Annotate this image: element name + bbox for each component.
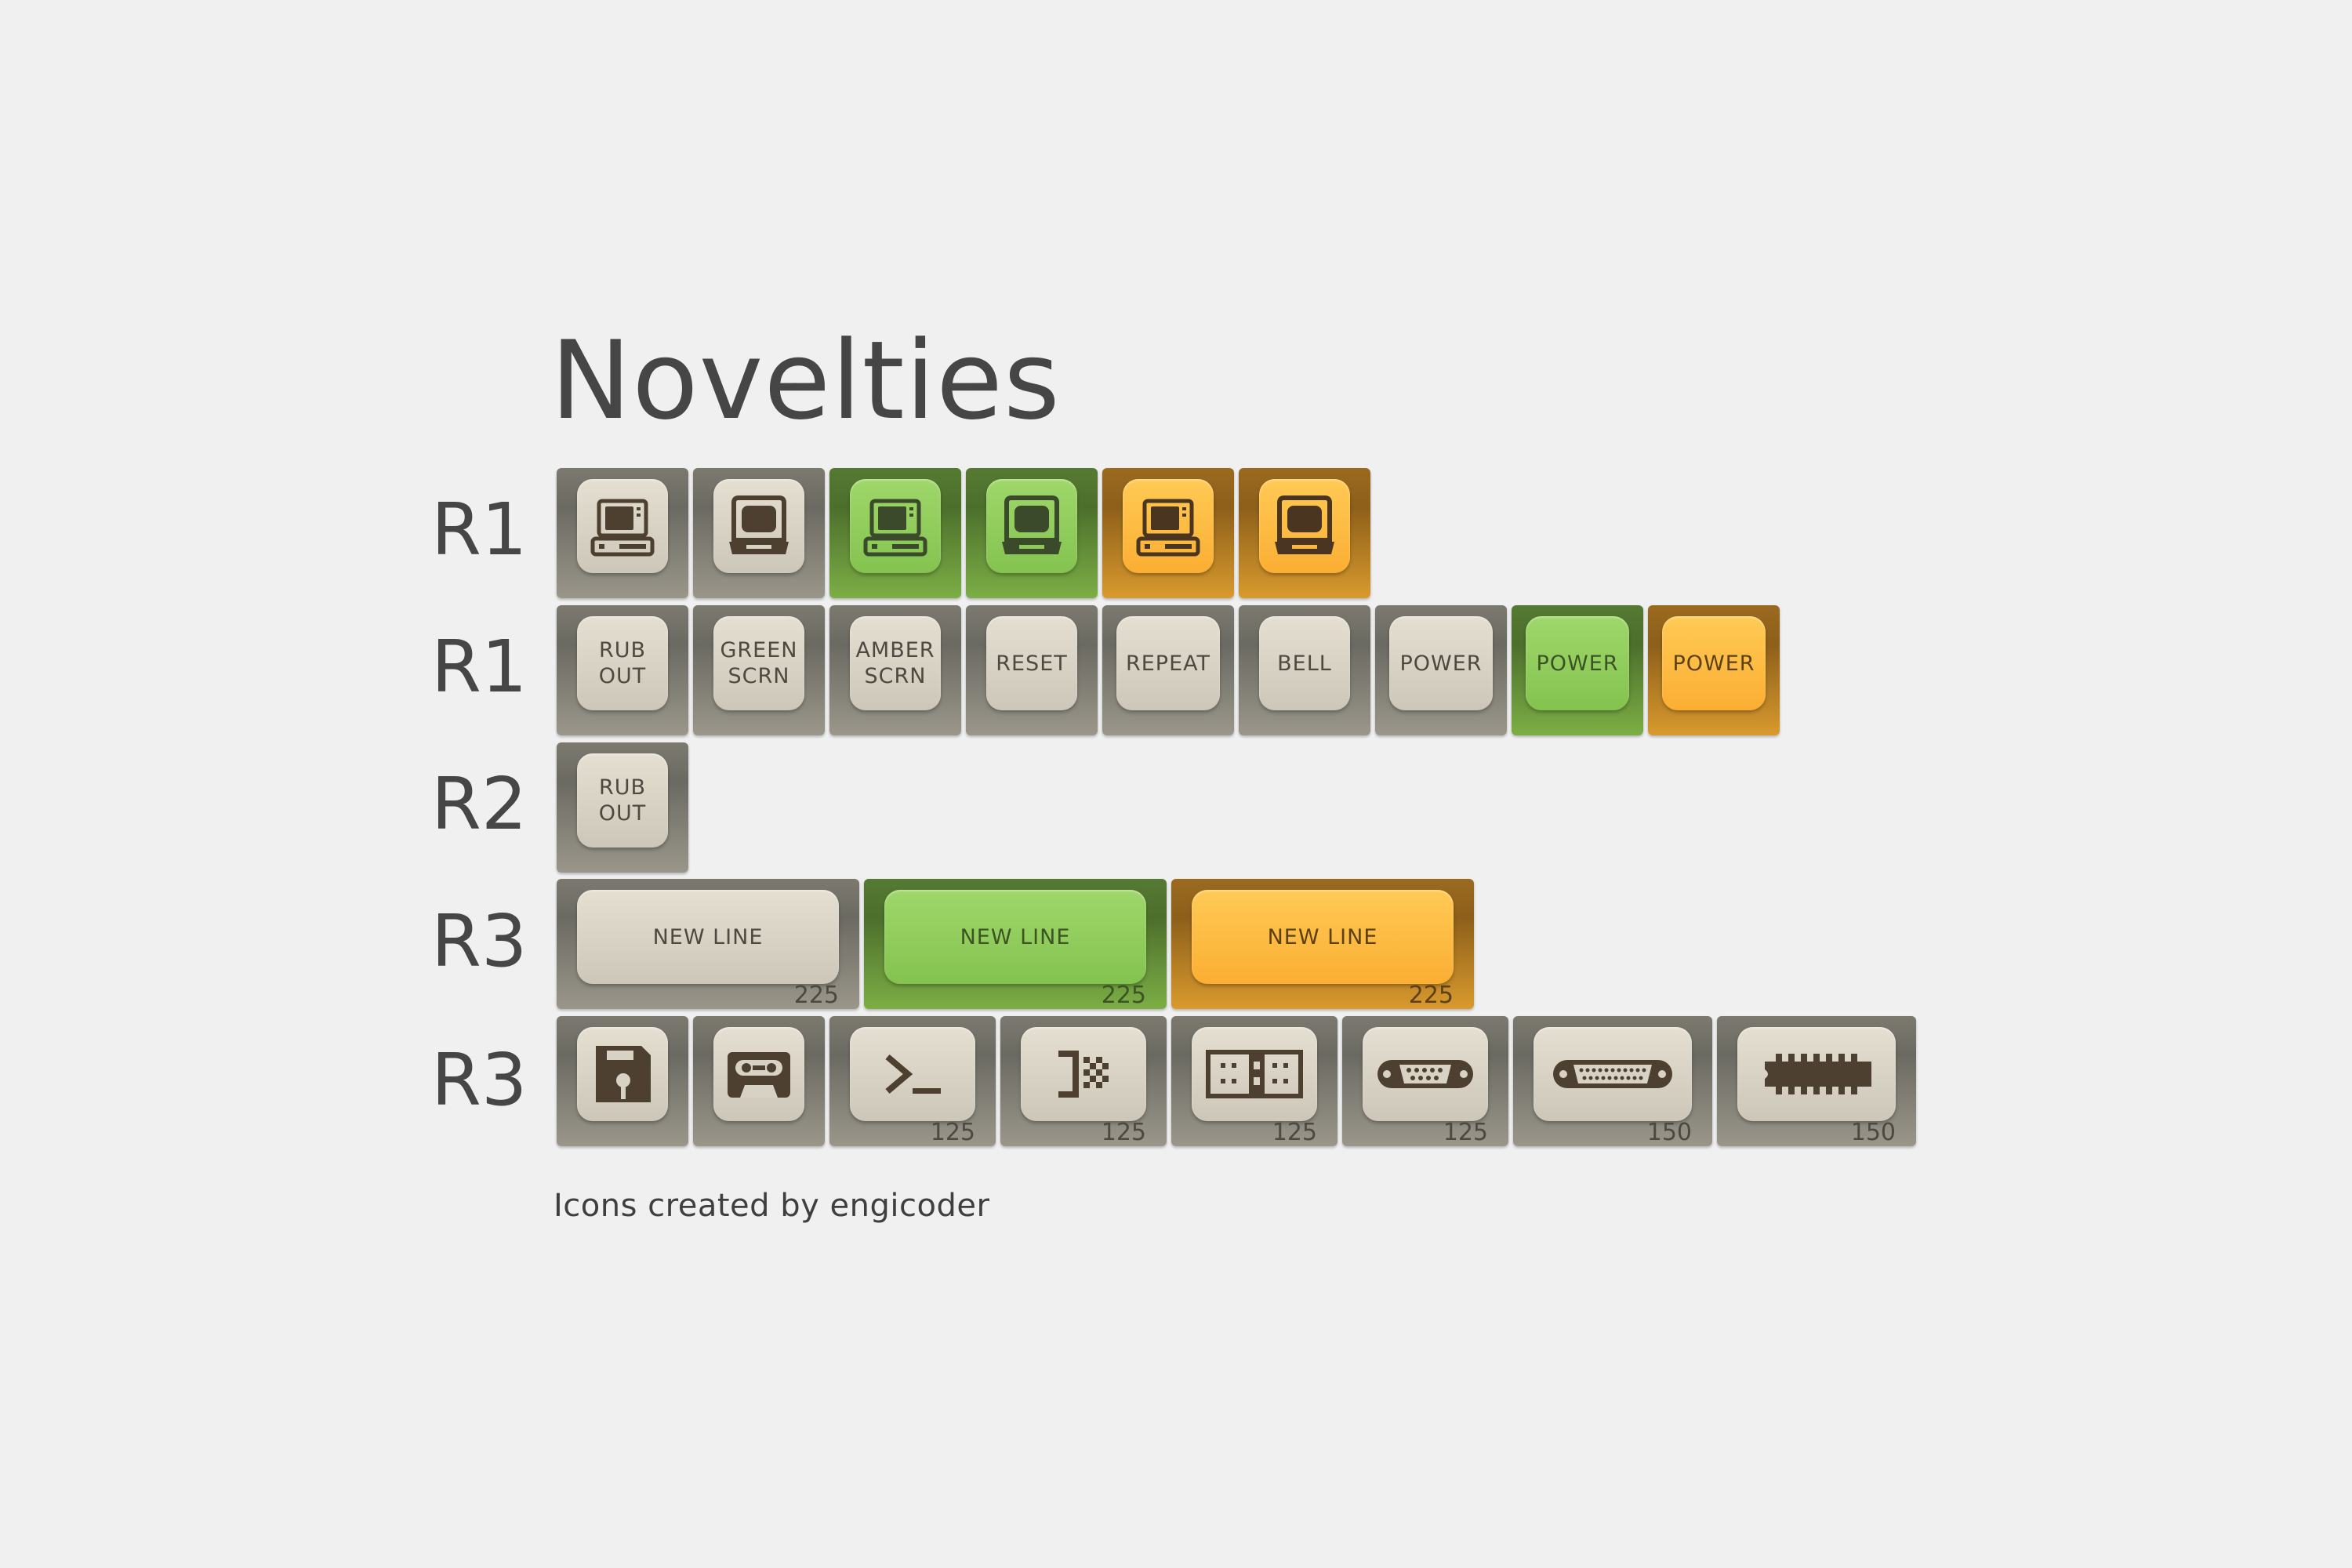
keycap-power-amber: POWER [1648, 605, 1780, 735]
serial-port-icon [1206, 1050, 1303, 1098]
keycap-legend: POWER [1672, 651, 1755, 676]
keycap-serial-port: 125 [1171, 1016, 1338, 1146]
row-label-r1: R1 [431, 488, 528, 572]
keycap-size-label: 150 [1850, 1119, 1896, 1146]
keycap-desktop-beige [557, 468, 688, 598]
keycap-legend: NEW LINE [960, 924, 1071, 949]
keycap-crt-amber [1239, 468, 1370, 598]
keycap-power-green: POWER [1512, 605, 1643, 735]
page-title: Novelties [550, 318, 1061, 444]
row-label-r1-text: R1 [431, 625, 528, 709]
icon-credit: Icons created by engicoder [554, 1188, 990, 1224]
crt-terminal-icon [1275, 495, 1334, 554]
keycap-legend: GREEN SCRN [720, 638, 798, 688]
keycap-bell: BELL [1239, 605, 1370, 735]
crt-terminal-icon [729, 495, 789, 554]
crt-terminal-icon [1002, 495, 1062, 554]
keycap-db25: 150 [1513, 1016, 1712, 1146]
row-label-r2: R2 [431, 762, 528, 846]
desktop-computer-icon [863, 499, 927, 557]
desktop-computer-icon [590, 499, 655, 557]
row-label-r3-icons: R3 [431, 1038, 528, 1122]
floppy-disk-icon [596, 1046, 651, 1102]
keycap-bracket-checker: 125 [1000, 1016, 1167, 1146]
keycap-rub-out-r2: RUB OUT [557, 742, 688, 873]
keycap-amber-scrn: AMBER SCRN [829, 605, 961, 735]
row-label-r3: R3 [431, 899, 528, 983]
keycap-legend: POWER [1536, 651, 1619, 676]
keycap-rub-out: RUB OUT [557, 605, 688, 735]
db9-connector-icon [1377, 1060, 1473, 1088]
keycap-new-line-green: NEW LINE 225 [864, 879, 1167, 1009]
keycap-crt-green [966, 468, 1098, 598]
keycap-legend: RUB OUT [598, 775, 647, 826]
keycap-reset: RESET [966, 605, 1098, 735]
desktop-computer-icon [1136, 499, 1200, 557]
keycap-repeat: REPEAT [1102, 605, 1234, 735]
keycap-size-label: 225 [1101, 982, 1146, 1009]
keycap-legend: BELL [1277, 651, 1332, 676]
keycap-terminal: 125 [829, 1016, 996, 1146]
keycap-crt-beige [693, 468, 825, 598]
keycap-legend: RUB OUT [598, 638, 647, 688]
keycap-size-label: 225 [793, 982, 839, 1009]
keycap-size-label: 125 [930, 1119, 975, 1146]
keycap-legend: REPEAT [1125, 651, 1211, 676]
keycap-size-label: 150 [1646, 1119, 1692, 1146]
keycap-ic-chip: 150 [1717, 1016, 1916, 1146]
terminal-prompt-icon [885, 1054, 941, 1094]
keycap-power-beige: POWER [1375, 605, 1507, 735]
keycap-new-line-beige: NEW LINE 225 [557, 879, 859, 1009]
keycap-cassette [693, 1016, 825, 1146]
bracket-checker-icon [1058, 1051, 1109, 1098]
keycap-size-label: 225 [1408, 982, 1454, 1009]
keycap-floppy-disk [557, 1016, 688, 1146]
keycap-db9: 125 [1342, 1016, 1508, 1146]
ic-chip-icon [1765, 1054, 1871, 1094]
keycap-legend: NEW LINE [652, 924, 764, 949]
keycap-desktop-green [829, 468, 961, 598]
db25-connector-icon [1553, 1060, 1672, 1088]
keycap-legend: RESET [996, 651, 1068, 676]
keycap-size-label: 125 [1443, 1119, 1488, 1146]
keycap-size-label: 125 [1101, 1119, 1146, 1146]
keycap-green-scrn: GREEN SCRN [693, 605, 825, 735]
keycap-size-label: 125 [1272, 1119, 1317, 1146]
keycap-desktop-amber [1102, 468, 1234, 598]
cassette-tape-icon [728, 1052, 790, 1098]
keycap-legend: AMBER SCRN [855, 638, 935, 688]
keycap-new-line-amber: NEW LINE 225 [1171, 879, 1474, 1009]
keycap-legend: POWER [1399, 651, 1483, 676]
keycap-legend: NEW LINE [1267, 924, 1378, 949]
